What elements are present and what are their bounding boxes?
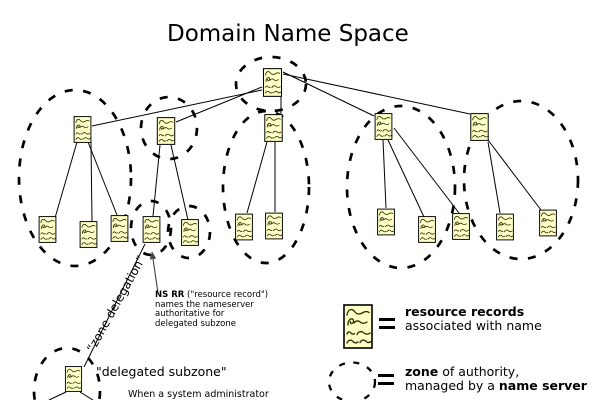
equals-sign bbox=[379, 318, 395, 329]
tree-edge bbox=[393, 127, 460, 214]
legend-resource-records-text: resource records associated with name bbox=[405, 305, 542, 332]
ns-rr-pointer-arrow bbox=[149, 251, 159, 294]
resource-record-icon-D1 bbox=[377, 208, 395, 236]
resource-record-icon-D0 bbox=[64, 366, 83, 392]
tree-edge bbox=[487, 139, 542, 211]
zone-ellipse-b-zone bbox=[139, 95, 199, 161]
equals-sign bbox=[378, 374, 394, 385]
legend-zone-rest1: of authority, bbox=[438, 364, 520, 379]
tree-edge bbox=[152, 144, 161, 217]
page-title: Domain Name Space bbox=[167, 21, 409, 47]
resource-record-icon-A3 bbox=[110, 215, 129, 242]
resource-record-icon-D bbox=[374, 113, 393, 140]
legend-rr-bold: resource records bbox=[405, 304, 525, 319]
zone-ellipse-c-zone bbox=[221, 109, 311, 265]
tree-edge bbox=[387, 139, 425, 218]
ns-rr-bold: NS RR bbox=[155, 290, 185, 300]
resource-record-icon-B2 bbox=[181, 219, 199, 246]
zone-ellipse-left-zone bbox=[17, 88, 133, 268]
resource-record-icon-A bbox=[73, 116, 92, 143]
resource-record-icon-D2 bbox=[418, 216, 436, 243]
zone-ellipse-d-zone bbox=[345, 104, 457, 270]
ns-rr-line2: names the nameserver bbox=[155, 299, 254, 310]
tree-edge bbox=[246, 141, 268, 214]
footnote-text: When a system administrator bbox=[128, 389, 269, 400]
tree-edge bbox=[87, 141, 118, 216]
resource-record-icon-E1 bbox=[496, 213, 514, 241]
zone-ellipse-e-zone bbox=[462, 99, 580, 261]
resource-record-icon-C1 bbox=[235, 213, 253, 241]
tree-edge bbox=[282, 73, 471, 115]
resource-record-icon-E bbox=[470, 113, 489, 141]
resource-record-icon-B1 bbox=[142, 216, 161, 243]
tree-edge bbox=[79, 391, 94, 400]
legend-zone-rest2: managed by a bbox=[405, 377, 499, 393]
zone-ellipse-delegated-subzone bbox=[32, 346, 102, 400]
legend-zone-text: zone of authority, managed by a name ser… bbox=[405, 365, 587, 392]
tree-edge bbox=[48, 391, 67, 400]
tree-edge bbox=[91, 89, 263, 127]
resource-record-icon bbox=[343, 304, 373, 349]
legend-rr-line2: associated with name bbox=[405, 317, 542, 333]
zone-dashed-ellipse bbox=[327, 361, 377, 400]
tree-edge bbox=[282, 71, 375, 117]
ns-rr-annotation: NS RR ("resource record") names the name… bbox=[155, 290, 269, 329]
tree-edge bbox=[90, 141, 93, 223]
tree-edge bbox=[382, 139, 387, 209]
resource-record-icon-D3 bbox=[452, 213, 470, 240]
ns-rr-line4: delegated subzone bbox=[155, 318, 236, 329]
resource-record-icon-A1 bbox=[38, 216, 57, 243]
resource-record-icon-C bbox=[264, 114, 283, 142]
ns-rr-line3: authoritative for bbox=[155, 309, 225, 319]
tree-edge bbox=[175, 86, 263, 123]
resource-record-icon-C2 bbox=[265, 212, 283, 240]
zone-ellipses-layer bbox=[17, 55, 580, 400]
zone-ellipse-b1-subzone bbox=[129, 199, 173, 257]
zone-ellipse-root-zone bbox=[234, 55, 308, 113]
resource-record-icon-A2 bbox=[79, 221, 98, 248]
resource-record-icon-E2 bbox=[539, 209, 557, 237]
tree-edge bbox=[83, 243, 146, 368]
delegated-subzone-label: "delegated subzone" bbox=[96, 364, 227, 379]
tree-edge bbox=[54, 141, 78, 219]
tree-edge bbox=[170, 144, 189, 221]
ns-rr-rest: ("resource record") bbox=[184, 290, 269, 300]
resource-record-icon-B bbox=[156, 117, 176, 145]
legend-zone-bold1: zone bbox=[405, 364, 439, 379]
tree-edges-layer bbox=[48, 71, 542, 400]
legend-zone-bold2: name server bbox=[498, 377, 587, 393]
zone-ellipse-b2-subzone bbox=[166, 204, 212, 260]
resource-record-icon-root bbox=[262, 68, 283, 97]
tree-edge bbox=[487, 141, 501, 214]
